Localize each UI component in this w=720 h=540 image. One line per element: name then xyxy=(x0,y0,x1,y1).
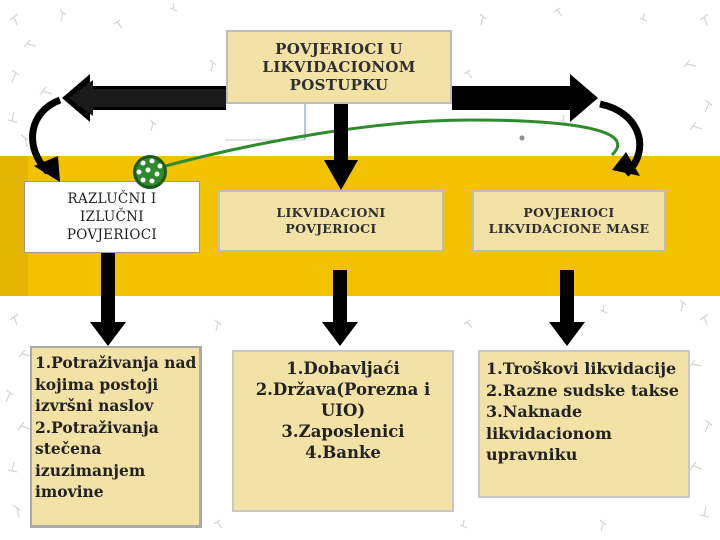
small-dot xyxy=(519,135,525,141)
list-line: 1.Potraživanja nad xyxy=(35,353,197,372)
list-separation-claims: 1.Potraživanja nad kojima postoji izvršn… xyxy=(30,346,202,528)
list-line: 2.Potraživanja xyxy=(35,417,159,437)
list-line: likvidacionom xyxy=(486,423,612,443)
list-line: izvršni naslov xyxy=(35,396,154,415)
box-line: POVJERIOCI xyxy=(66,227,158,243)
list-line: upravniku xyxy=(486,445,578,464)
list-line: izuzimanjem xyxy=(35,460,146,480)
top-box-line: POSTUPKU xyxy=(289,76,389,94)
list-line: 2.Država(Porezna i xyxy=(255,380,431,399)
list-line: 1.Dobavljaći xyxy=(286,359,400,378)
list-line: UIO) xyxy=(320,401,366,420)
yellow-band-edge xyxy=(0,156,28,296)
box-line: IZLUČNI xyxy=(80,209,144,225)
list-line: 3.Zaposlenici xyxy=(281,422,405,441)
top-box-line: POVJERIOCI U xyxy=(275,40,403,58)
box-line: POVJERIOCI xyxy=(523,205,615,220)
box-line: RAZLUČNI I xyxy=(67,191,157,207)
list-line: 4.Banke xyxy=(305,443,381,462)
list-line: 3.Naknade xyxy=(486,402,583,421)
box-liquidation-estate-creditors: POVJERIOCI LIKVIDACIONE MASE xyxy=(472,190,666,252)
green-curve xyxy=(149,118,620,172)
top-box-line: LIKVIDACIONOM xyxy=(262,58,416,76)
list-line: kojima postoji xyxy=(35,374,159,394)
list-liquidation-estate-costs: 1.Troškovi likvidacije 2.Razne sudske ta… xyxy=(478,350,690,498)
list-line: 1.Troškovi likvidacije xyxy=(486,359,677,378)
box-line: LIKVIDACIONI xyxy=(276,205,386,220)
box-line: POVJERIOCI xyxy=(285,221,377,236)
top-box-creditors-liquidation: POVJERIOCI U LIKVIDACIONOM POSTUPKU xyxy=(226,30,452,104)
list-line: imovine xyxy=(35,482,104,501)
list-line: stečena xyxy=(35,439,102,458)
box-line: LIKVIDACIONE MASE xyxy=(488,221,650,236)
box-liquidation-creditors: LIKVIDACIONI POVJERIOCI xyxy=(218,190,444,252)
list-line: 2.Razne sudske takse xyxy=(486,380,679,400)
list-liquidation-creditors: 1.Dobavljaći 2.Država(Porezna i UIO) 3.Z… xyxy=(232,350,454,512)
box-separation-creditors: RAZLUČNI I IZLUČNI POVJERIOCI xyxy=(24,181,200,253)
